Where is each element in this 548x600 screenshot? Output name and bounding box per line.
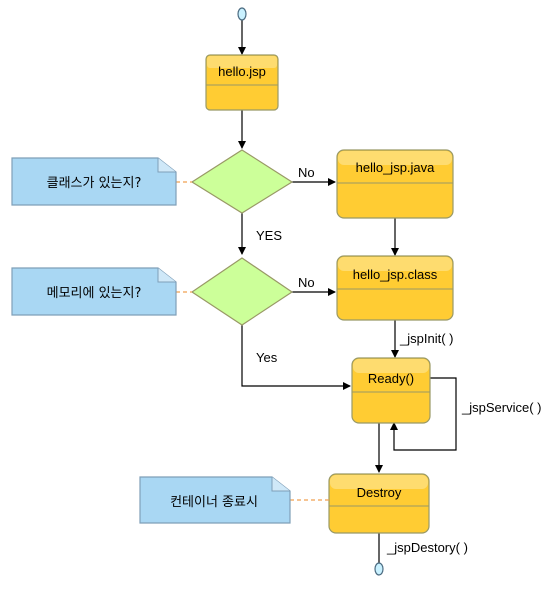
note-class-exists: 클래스가 있는지? (11, 157, 177, 206)
process-hello-jsp: hello.jsp (205, 54, 279, 111)
edge-label-jsp-destroy: _jspDestory( ) (386, 540, 468, 555)
note-class-exists-text: 클래스가 있는지? (47, 176, 142, 191)
note-in-memory-text: 메모리에 있는지? (47, 286, 142, 301)
edge-label-jsp-init: _jspInit( ) (399, 331, 453, 346)
ready-label: Ready() (368, 371, 414, 386)
edge-label-yes-1: YES (256, 228, 282, 243)
note-container-shutdown-text: 컨테이너 종료시 (170, 495, 258, 510)
edge-label-no-1: No (298, 165, 315, 180)
process-destroy: Destroy (328, 473, 430, 534)
edge-label-jsp-service: _jspService( ) (461, 400, 541, 415)
edge-decision-memory-yes (241, 325, 351, 390)
process-hello-jsp-class: hello_jsp.class (336, 255, 454, 321)
process-hello-jsp-java: hello_jsp.java (336, 149, 454, 219)
hello-jsp-java-label: hello_jsp.java (356, 160, 436, 175)
note-in-memory: 메모리에 있는지? (11, 267, 177, 316)
note-connectors (176, 181, 329, 501)
decision-class-exists (190, 149, 294, 214)
connectors (238, 19, 457, 564)
destroy-label: Destroy (357, 485, 402, 500)
end-terminal (374, 562, 384, 576)
hello-jsp-class-label: hello_jsp.class (353, 267, 438, 282)
edge-jsp-service-loop (390, 377, 457, 451)
note-container-shutdown: 컨테이너 종료시 (139, 476, 291, 524)
hello-jsp-label: hello.jsp (218, 64, 266, 79)
decision-in-memory (190, 257, 294, 326)
edge-label-yes-2: Yes (256, 350, 278, 365)
process-ready: Ready() (351, 357, 431, 424)
edge-label-no-2: No (298, 275, 315, 290)
start-terminal (237, 7, 247, 21)
